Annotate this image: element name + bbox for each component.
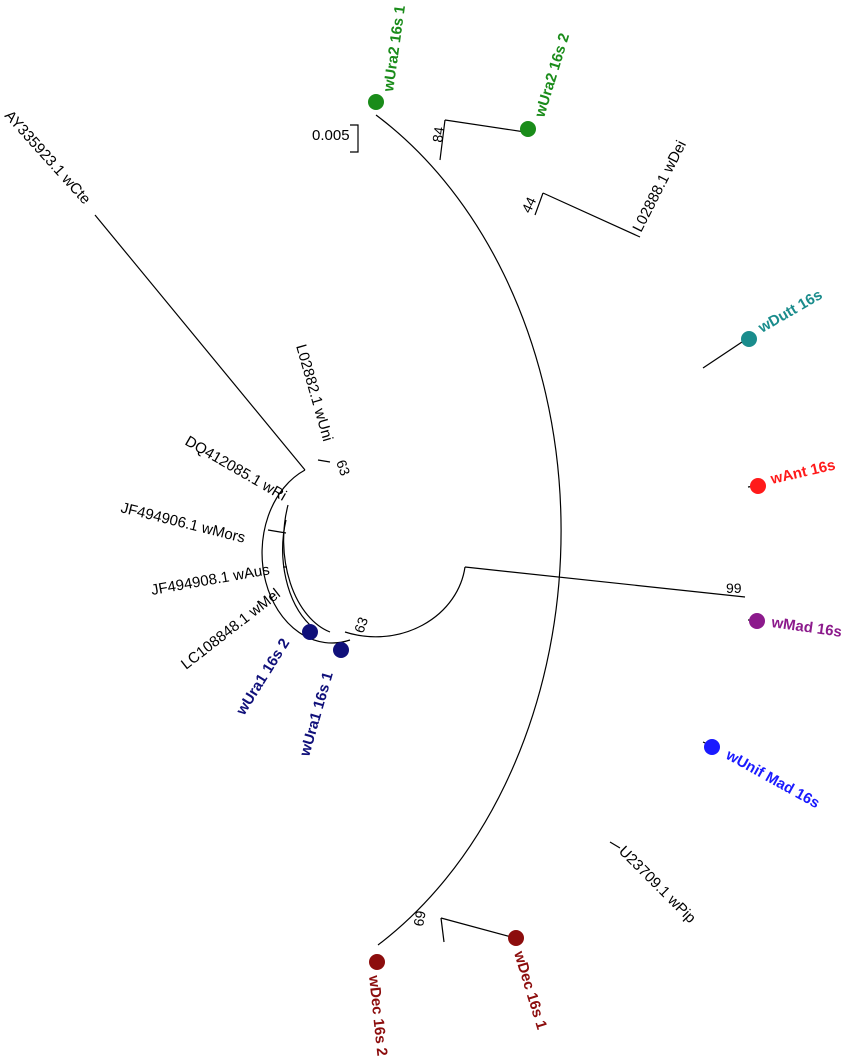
- marker-want: [750, 478, 766, 494]
- label-wdec-16s-2: wDec 16s 2: [365, 974, 390, 1057]
- label-wura1-16s-1: wUra1 16s 1: [296, 670, 337, 759]
- label-wura2-16s-2: wUra2 16s 2: [531, 31, 573, 120]
- label-wri: DQ412085.1 wRi: [182, 433, 289, 505]
- marker-wura1-16s-1: [333, 642, 349, 658]
- bootstrap-84: 84: [429, 126, 447, 144]
- label-wunif-mad: wUnif Mad 16s: [722, 746, 822, 812]
- marker-wdutt: [741, 331, 757, 347]
- label-wdec-16s-1: wDec 16s 1: [510, 948, 550, 1031]
- label-wura2-16s-1: wUra2 16s 1: [380, 4, 409, 93]
- label-wpip: U23709.1 wPip: [615, 843, 699, 927]
- bootstrap-63-bottom: 63: [351, 615, 371, 635]
- marker-wura1-16s-2: [302, 624, 318, 640]
- bootstrap-values: 84 44 99 69 63 63: [333, 126, 742, 928]
- bootstrap-99: 99: [726, 580, 742, 596]
- bootstrap-63-top: 63: [333, 458, 353, 478]
- taxon-labels: wUra2 16s 1 wUra2 16s 2 L02888.1 wDei wD…: [1, 4, 843, 1057]
- marker-wdec-16s-1: [508, 930, 524, 946]
- bootstrap-44: 44: [518, 194, 539, 215]
- marker-wdec-16s-2: [369, 954, 385, 970]
- label-wdutt: wDutt 16s: [755, 286, 826, 337]
- tree-branches: [94, 114, 756, 946]
- label-wdei: L02888.1 wDei: [629, 138, 690, 235]
- label-want: wAnt 16s: [768, 457, 837, 489]
- label-wmad: wMad 16s: [769, 614, 843, 641]
- marker-wura2-16s-2: [520, 121, 536, 137]
- label-wcte: AY335923.1 wCte: [1, 107, 94, 207]
- marker-wunif-mad: [704, 739, 720, 755]
- scale-bar-label: 0.005: [312, 127, 350, 144]
- bootstrap-69: 69: [410, 909, 428, 927]
- label-wuni: L02882.1 wUni: [292, 342, 336, 443]
- scale-bar: 0.005: [312, 124, 359, 153]
- label-waus: JF494908.1 wAus: [150, 561, 271, 599]
- label-wura1-16s-2: wUra1 16s 2: [232, 636, 293, 719]
- marker-wmad: [749, 613, 765, 629]
- marker-wura2-16s-1: [368, 94, 384, 110]
- label-wmors: JF494906.1 wMors: [119, 499, 247, 546]
- terminal-markers: [302, 94, 766, 970]
